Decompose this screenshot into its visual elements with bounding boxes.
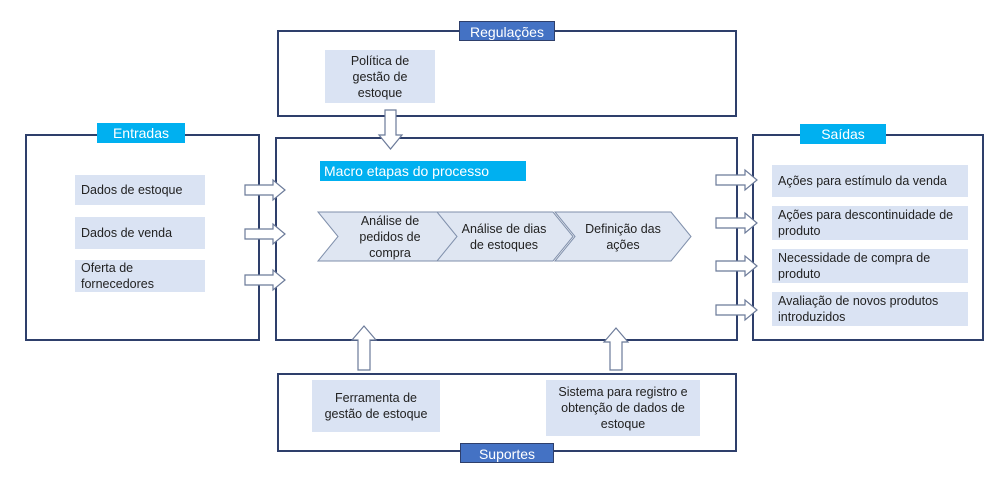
chevron-step-2 bbox=[435, 211, 574, 262]
arrow-right-entrada-2 bbox=[244, 222, 286, 246]
dados-venda-box: Dados de venda bbox=[75, 217, 205, 249]
entradas-label: Entradas bbox=[97, 123, 185, 143]
step-3-text: Definição das ações bbox=[585, 221, 661, 252]
saida-estimulo-text: Ações para estímulo da venda bbox=[778, 174, 947, 188]
arrow-right-saida-1 bbox=[715, 168, 758, 192]
dados-venda-text: Dados de venda bbox=[81, 226, 173, 240]
saida-descontinuidade-box: Ações para descontinuidade de produto bbox=[772, 206, 968, 240]
ferramenta-gestao-box: Ferramenta de gestão de estoque bbox=[312, 380, 440, 432]
saida-compra-box: Necessidade de compra de produto bbox=[772, 249, 968, 283]
arrow-right-entrada-3 bbox=[244, 268, 286, 292]
saida-avaliacao-box: Avaliação de novos produtos introduzidos bbox=[772, 292, 968, 326]
suportes-label: Suportes bbox=[460, 443, 554, 463]
oferta-fornecedores-box: Oferta de fornecedores bbox=[75, 260, 205, 292]
dados-estoque-text: Dados de estoque bbox=[81, 183, 183, 197]
arrow-right-saida-2 bbox=[715, 211, 758, 235]
arrow-down-regulacoes bbox=[377, 109, 404, 150]
politica-gestao-text: Política de gestão de estoque bbox=[350, 53, 410, 100]
chevron-step-3 bbox=[553, 211, 692, 262]
saida-avaliacao-text: Avaliação de novos produtos introduzidos bbox=[778, 294, 939, 324]
sistema-registro-text: Sistema para registro e obtenção de dado… bbox=[558, 385, 688, 431]
saida-estimulo-box: Ações para estímulo da venda bbox=[772, 165, 968, 197]
arrow-up-suporte-1 bbox=[350, 325, 378, 371]
saidas-label: Saídas bbox=[800, 124, 886, 144]
arrow-up-suporte-2 bbox=[602, 327, 630, 371]
ferramenta-gestao-text: Ferramenta de gestão de estoque bbox=[324, 391, 428, 421]
sistema-registro-box: Sistema para registro e obtenção de dado… bbox=[546, 380, 700, 436]
arrow-right-saida-4 bbox=[715, 298, 758, 322]
oferta-fornecedores-text: Oferta de fornecedores bbox=[81, 261, 154, 291]
politica-gestao-box: Política de gestão de estoque bbox=[325, 50, 435, 103]
saida-descontinuidade-text: Ações para descontinuidade de produto bbox=[778, 208, 954, 238]
regulacoes-label: Regulações bbox=[459, 21, 555, 41]
arrow-right-saida-3 bbox=[715, 254, 758, 278]
arrow-right-entrada-1 bbox=[244, 178, 286, 202]
saida-compra-text: Necessidade de compra de produto bbox=[778, 251, 931, 281]
step-2-text: Análise de dias de estoques bbox=[461, 221, 547, 252]
processo-label: Macro etapas do processo bbox=[320, 161, 526, 181]
step-1-text: Análise de pedidos de compra bbox=[359, 213, 421, 260]
dados-estoque-box: Dados de estoque bbox=[75, 175, 205, 205]
